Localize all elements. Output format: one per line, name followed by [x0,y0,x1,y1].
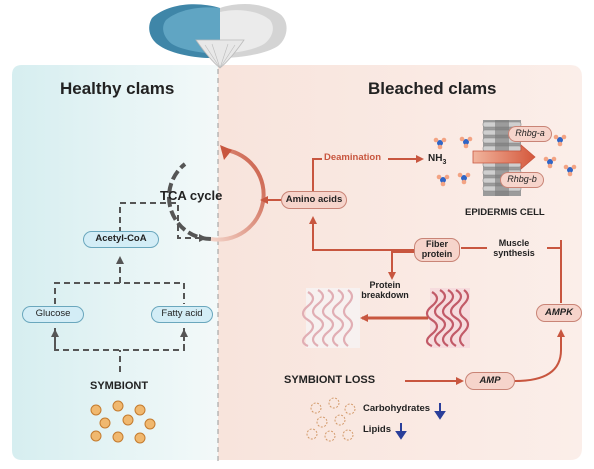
bleached-clams-title: Bleached clams [368,79,497,98]
healthy-clams-title: Healthy clams [60,79,175,98]
fiber-protein-node: Fiber protein [414,238,460,262]
tca-arc-head [220,145,232,160]
arrow-ampk-inhibit [547,247,562,303]
nh3-label: NH3 [428,153,447,166]
carbohydrates-label: Carbohydrates [363,403,431,414]
healthy-panel [12,65,218,460]
connector-top-bracket [54,282,185,304]
tca-arc-gray [167,162,212,241]
ammonia-transport-arrow [472,144,536,170]
symbiont-cells [90,400,156,444]
nh3-molecules [433,134,577,187]
ampk-node: AMPK [536,304,582,322]
muscle-synthesis-label: Muscle synthesis [493,238,535,259]
amino-acids-node: Amino acids [281,191,347,209]
lipids-label: Lipids [363,424,391,435]
tca-cycle-label: TCA cycle [160,188,223,203]
symbiont-label: SYMBIONT [90,380,149,392]
arrow-fiber-breakdown [388,251,414,280]
muscle-tissue-degraded [301,288,360,348]
muscle-tissue-intact [425,288,470,348]
protein-breakdown-label: Protein breakdown [361,280,409,301]
deamination-label: Deamination [324,152,382,163]
glucose-node: Glucose [22,306,84,323]
amp-node: AMP [465,372,515,390]
rhbg-b-node: Rhbg-b [500,172,544,188]
arrow-aminoacids-deamination [312,158,322,192]
carbohydrates-decrease-icon [434,403,446,420]
arrow-acetylcoa-tca [119,202,207,242]
bleached-panel [218,65,582,460]
arrow-amp-ampk [514,329,565,382]
rhbg-a-node: Rhbg-a [508,126,552,142]
lipids-decrease-icon [395,423,407,440]
symbiont-loss-label: SYMBIONT LOSS [284,374,376,386]
arrow-fiber-aminoacids [309,216,415,251]
fatty-acid-node: Fatty acid [151,306,213,323]
lost-symbiont-cells [306,397,356,442]
clam-illustration [149,4,287,69]
epidermis-cell-label: EPIDERMIS CELL [465,207,545,218]
acetyl-coa-node: Acetyl-CoA [83,231,159,248]
